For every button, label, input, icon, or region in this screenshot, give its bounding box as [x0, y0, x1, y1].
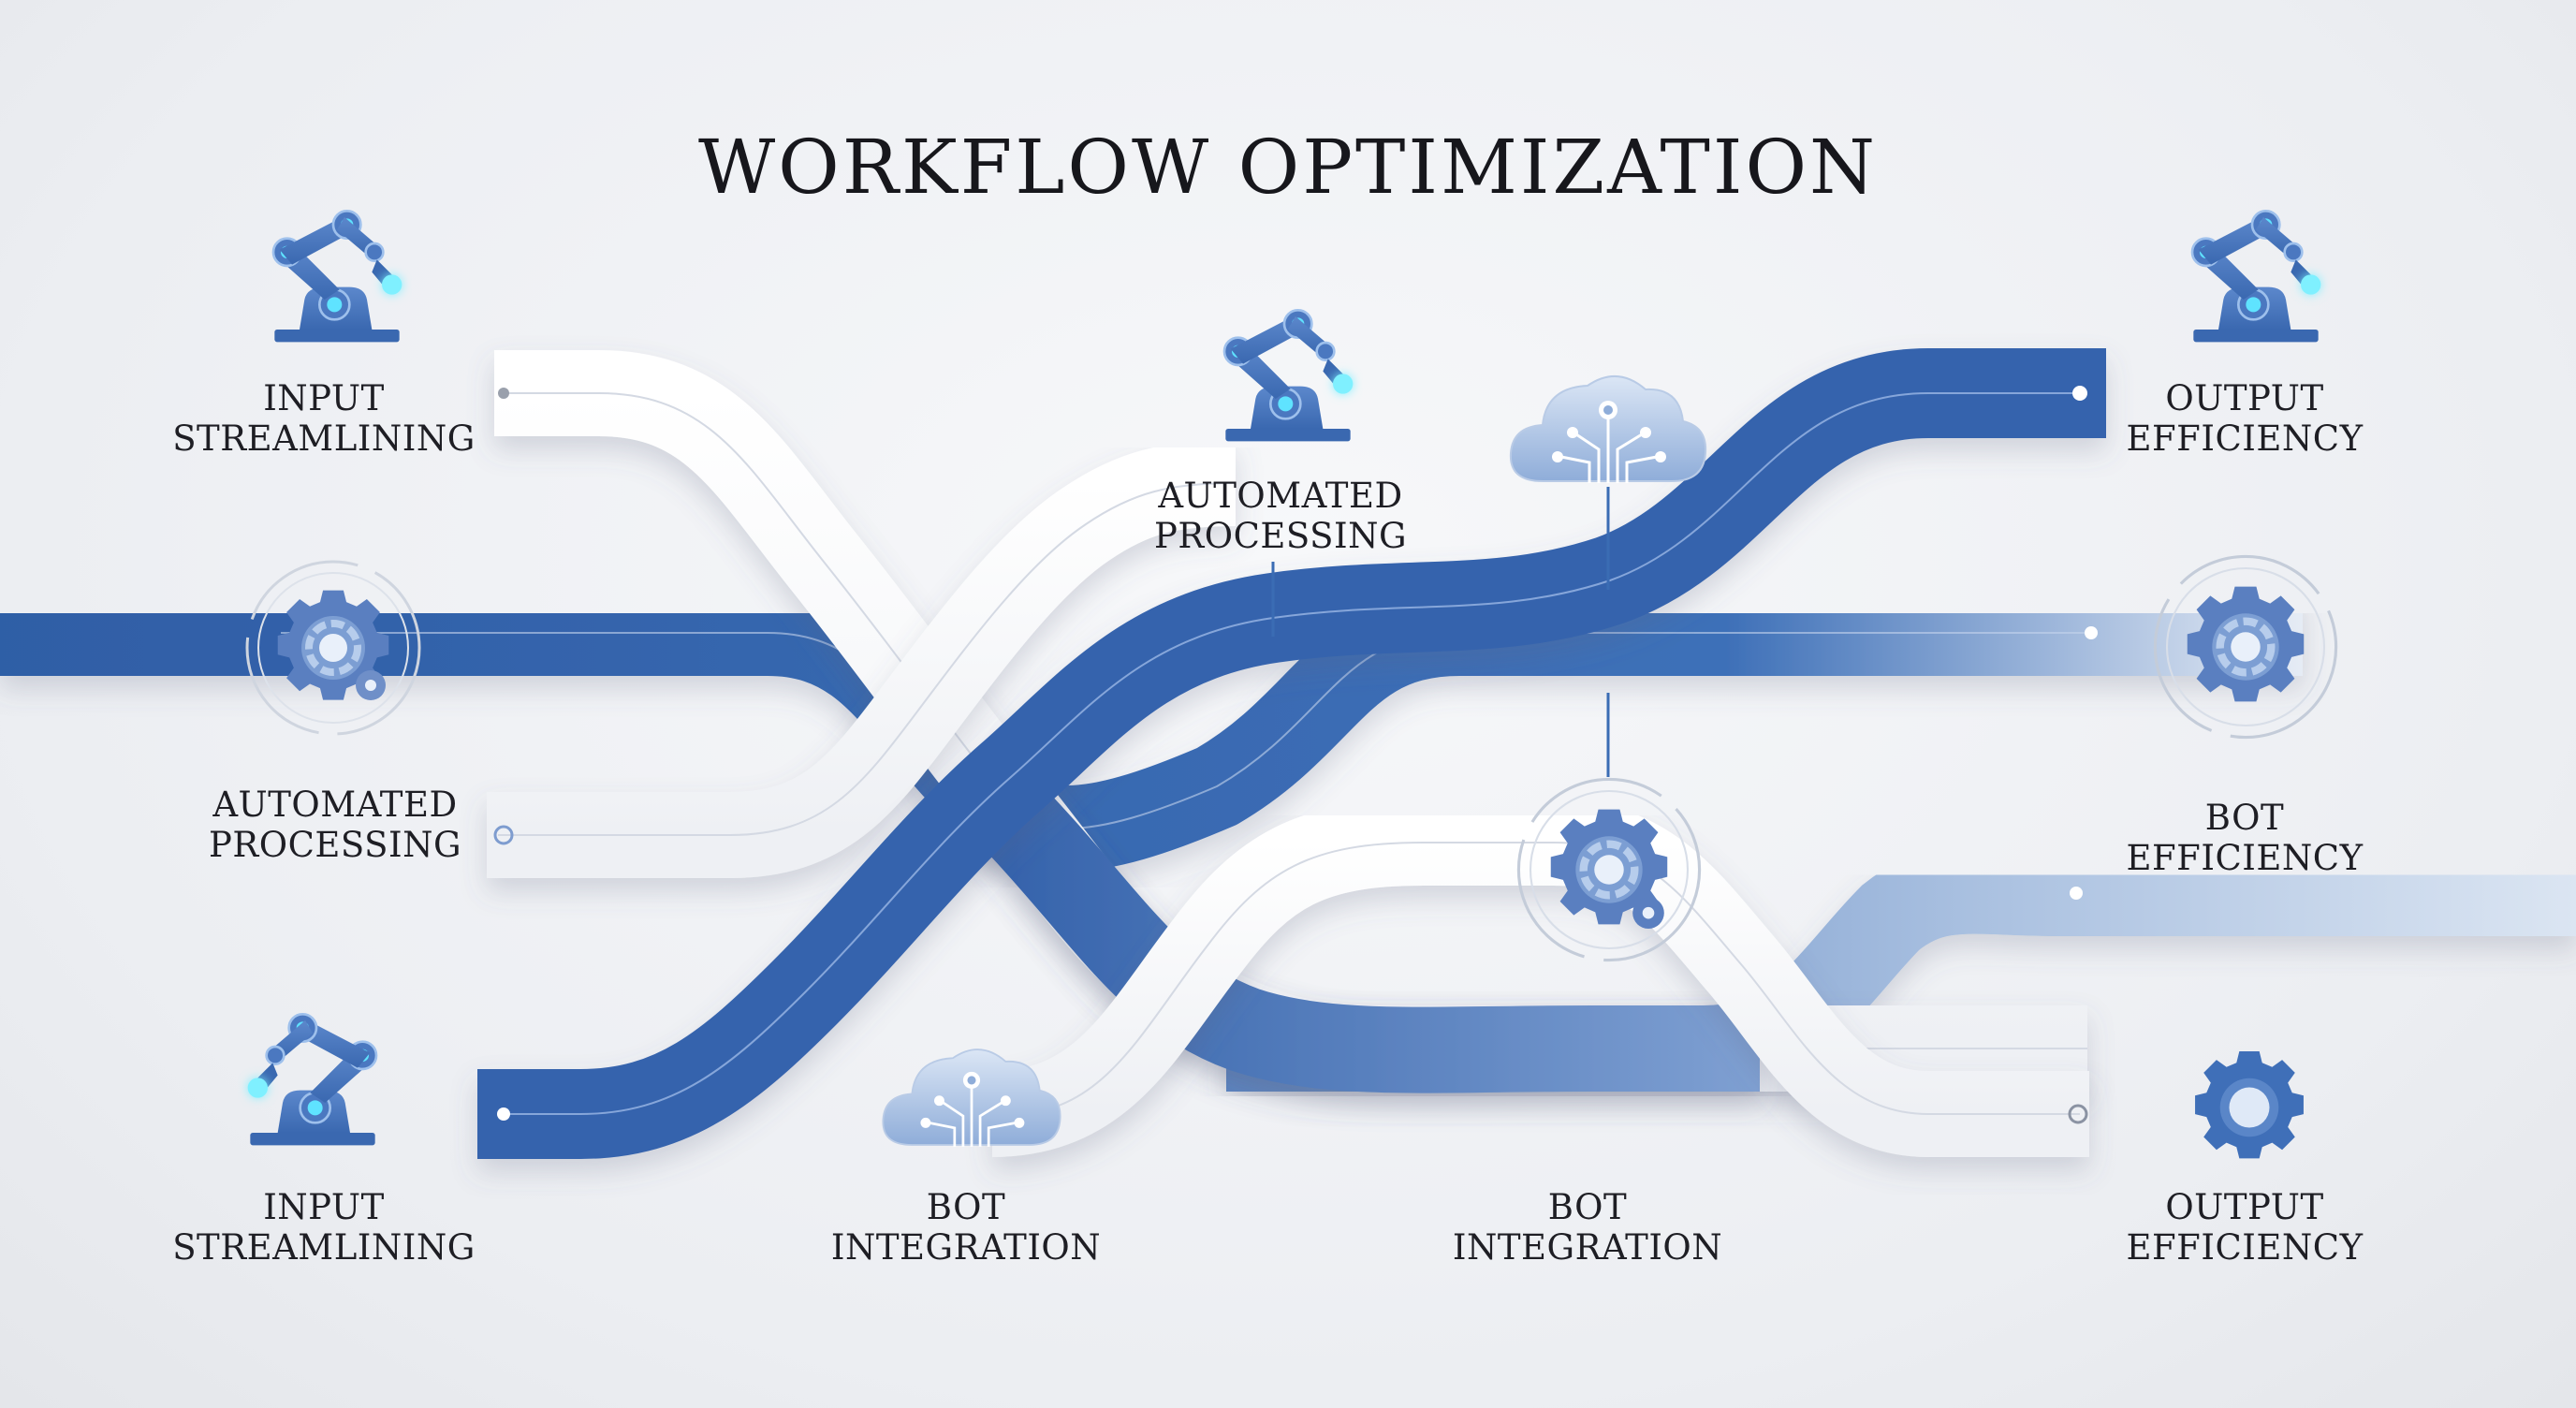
cloud-circuit-icon: [882, 1049, 1061, 1147]
gear-icon: [245, 560, 421, 736]
gear-icon: [2195, 1051, 2304, 1159]
ribbon-endpoints: [493, 386, 2098, 1124]
robot-arm-icon: [262, 197, 412, 365]
connector-lines: [1271, 487, 1610, 777]
cloud-circuit-icon: [1509, 374, 1707, 483]
robot-arm-icon: [1213, 296, 1363, 464]
ribbon-blue-diagonal: [477, 348, 2106, 1159]
gear-icon: [2153, 554, 2338, 740]
robot-arm-icon: [2181, 197, 2331, 365]
ribbon-auto-left: [487, 440, 1237, 878]
ribbon-blue-lower: [961, 765, 1760, 1093]
page-title: WORKFLOW OPTIMIZATION: [697, 124, 1879, 211]
gear-icon: [1516, 777, 1702, 962]
ribbon-bot-integration: [990, 799, 2089, 1157]
robot-arm-icon: [238, 1000, 388, 1168]
